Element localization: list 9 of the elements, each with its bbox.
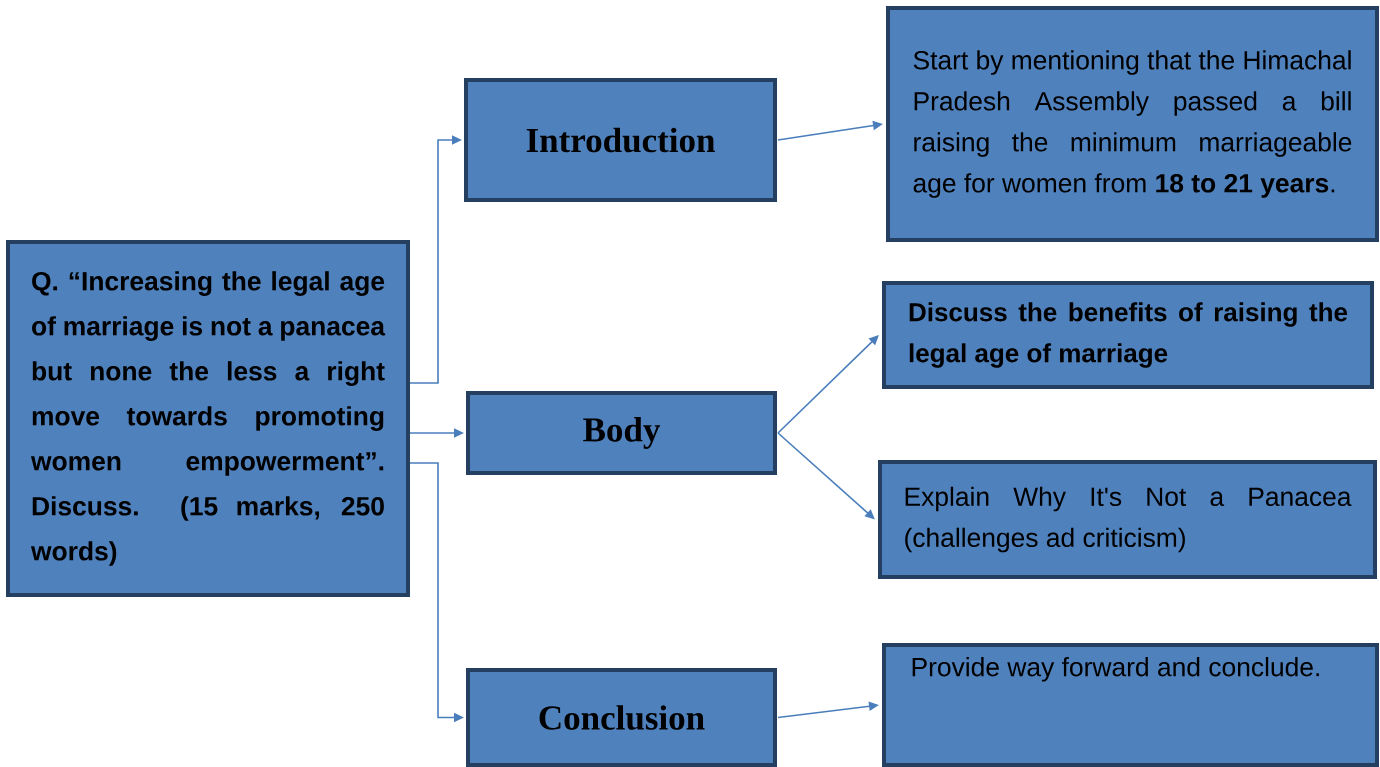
section-box: Introduction — [464, 78, 777, 202]
arrow — [777, 335, 879, 434]
hint-box: Explain Why It's Not a Panacea (challenges ad criticism) — [878, 460, 1377, 579]
hint-box: Start by mentioning that the Himachal Pradesh Assembly passed a bill raising the minimum marriageable age for women from 18 to 21 years. — [886, 6, 1379, 242]
section-box: Conclusion — [466, 668, 777, 767]
hint-box: Discuss the benefits of raising the legal age of marriage — [882, 281, 1374, 389]
hint-box: Provide way forward and conclude. — [882, 643, 1379, 767]
question-box: Q. “Increasing the legal age of marriage is not a panacea but none the less a right move towards promoting women empowerment”. Discuss. (15 marks, 250 words) — [6, 240, 410, 597]
section-box: Body — [466, 391, 777, 475]
